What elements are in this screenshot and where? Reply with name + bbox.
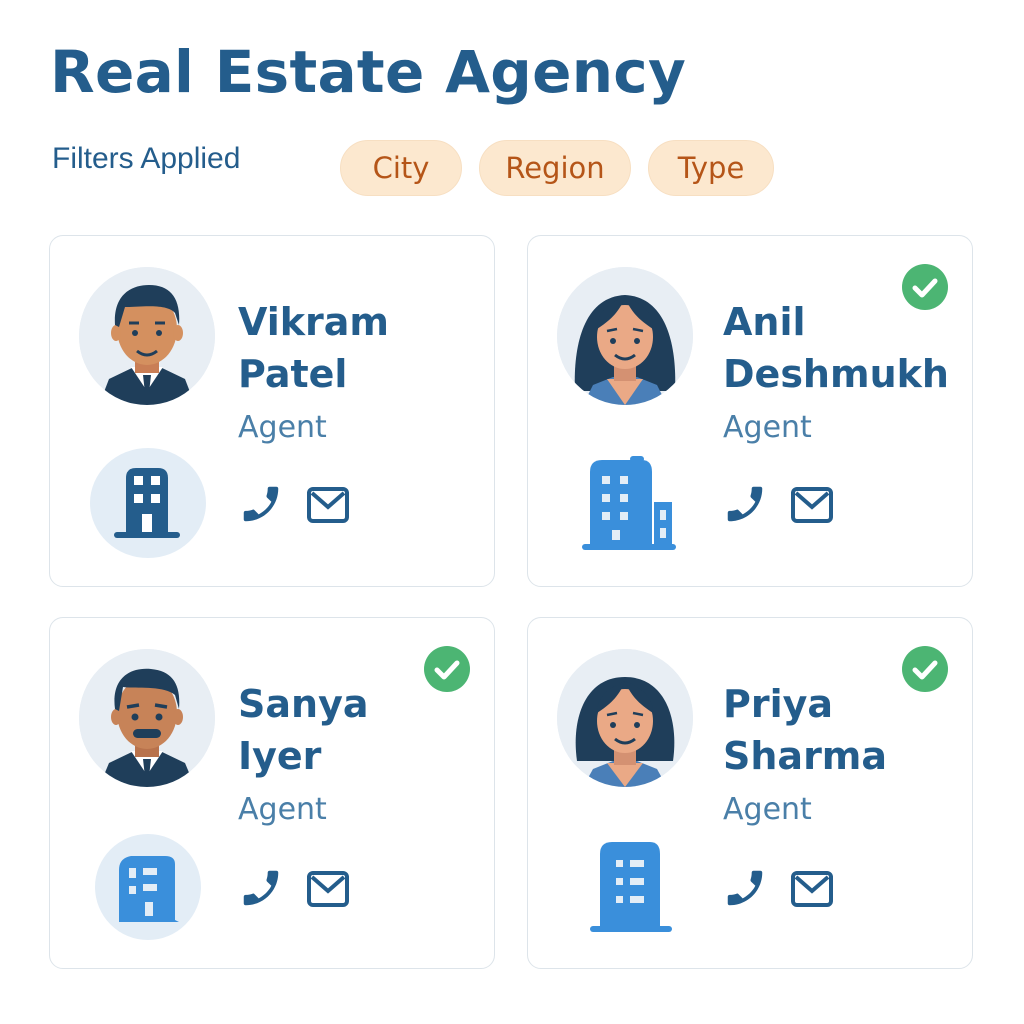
agent-first-name: Anil [723, 300, 806, 344]
agent-last-name: Deshmukh [723, 352, 949, 396]
agent-role: Agent [238, 792, 327, 827]
agent-name: Anil Deshmukh [723, 296, 949, 400]
agent-card[interactable]: Vikram Patel Agent [49, 235, 495, 587]
agent-name: Priya Sharma [723, 678, 887, 782]
agent-first-name: Priya [723, 682, 834, 726]
verified-check-icon [902, 264, 948, 310]
city-buildings-icon [568, 448, 684, 558]
agent-last-name: Iyer [238, 734, 322, 778]
agent-name: Sanya Iyer [238, 678, 368, 782]
agent-first-name: Sanya [238, 682, 369, 726]
mail-icon[interactable] [790, 486, 834, 524]
filter-chip-region[interactable]: Region [479, 140, 631, 196]
agent-last-name: Sharma [723, 734, 888, 778]
filters-label: Filters Applied [52, 142, 241, 175]
verified-check-icon [902, 646, 948, 692]
male-avatar-icon [79, 267, 215, 405]
male-mustache-avatar-icon [79, 649, 215, 787]
agent-name: Vikram Patel [238, 296, 389, 400]
page-title: Real Estate Agency [50, 38, 687, 106]
mail-icon[interactable] [306, 486, 350, 524]
phone-icon[interactable] [238, 865, 284, 911]
phone-icon[interactable] [722, 481, 768, 527]
agent-last-name: Patel [238, 352, 348, 396]
female-avatar-icon [557, 649, 693, 787]
agent-card[interactable]: Anil Deshmukh Agent [527, 235, 973, 587]
phone-icon[interactable] [238, 481, 284, 527]
agent-first-name: Vikram [238, 300, 390, 344]
female-avatar-icon [557, 267, 693, 405]
agent-role: Agent [723, 410, 812, 445]
verified-check-icon [424, 646, 470, 692]
mail-icon[interactable] [306, 870, 350, 908]
agent-role: Agent [723, 792, 812, 827]
agent-card[interactable]: Priya Sharma Agent [527, 617, 973, 969]
agent-card[interactable]: Sanya Iyer Agent [49, 617, 495, 969]
office-building-icon [95, 834, 201, 940]
office-building-icon [90, 448, 206, 558]
mail-icon[interactable] [790, 870, 834, 908]
phone-icon[interactable] [722, 865, 768, 911]
filter-chip-city[interactable]: City [340, 140, 462, 196]
filter-chip-type[interactable]: Type [648, 140, 774, 196]
agent-role: Agent [238, 410, 327, 445]
office-building-icon [568, 830, 684, 940]
